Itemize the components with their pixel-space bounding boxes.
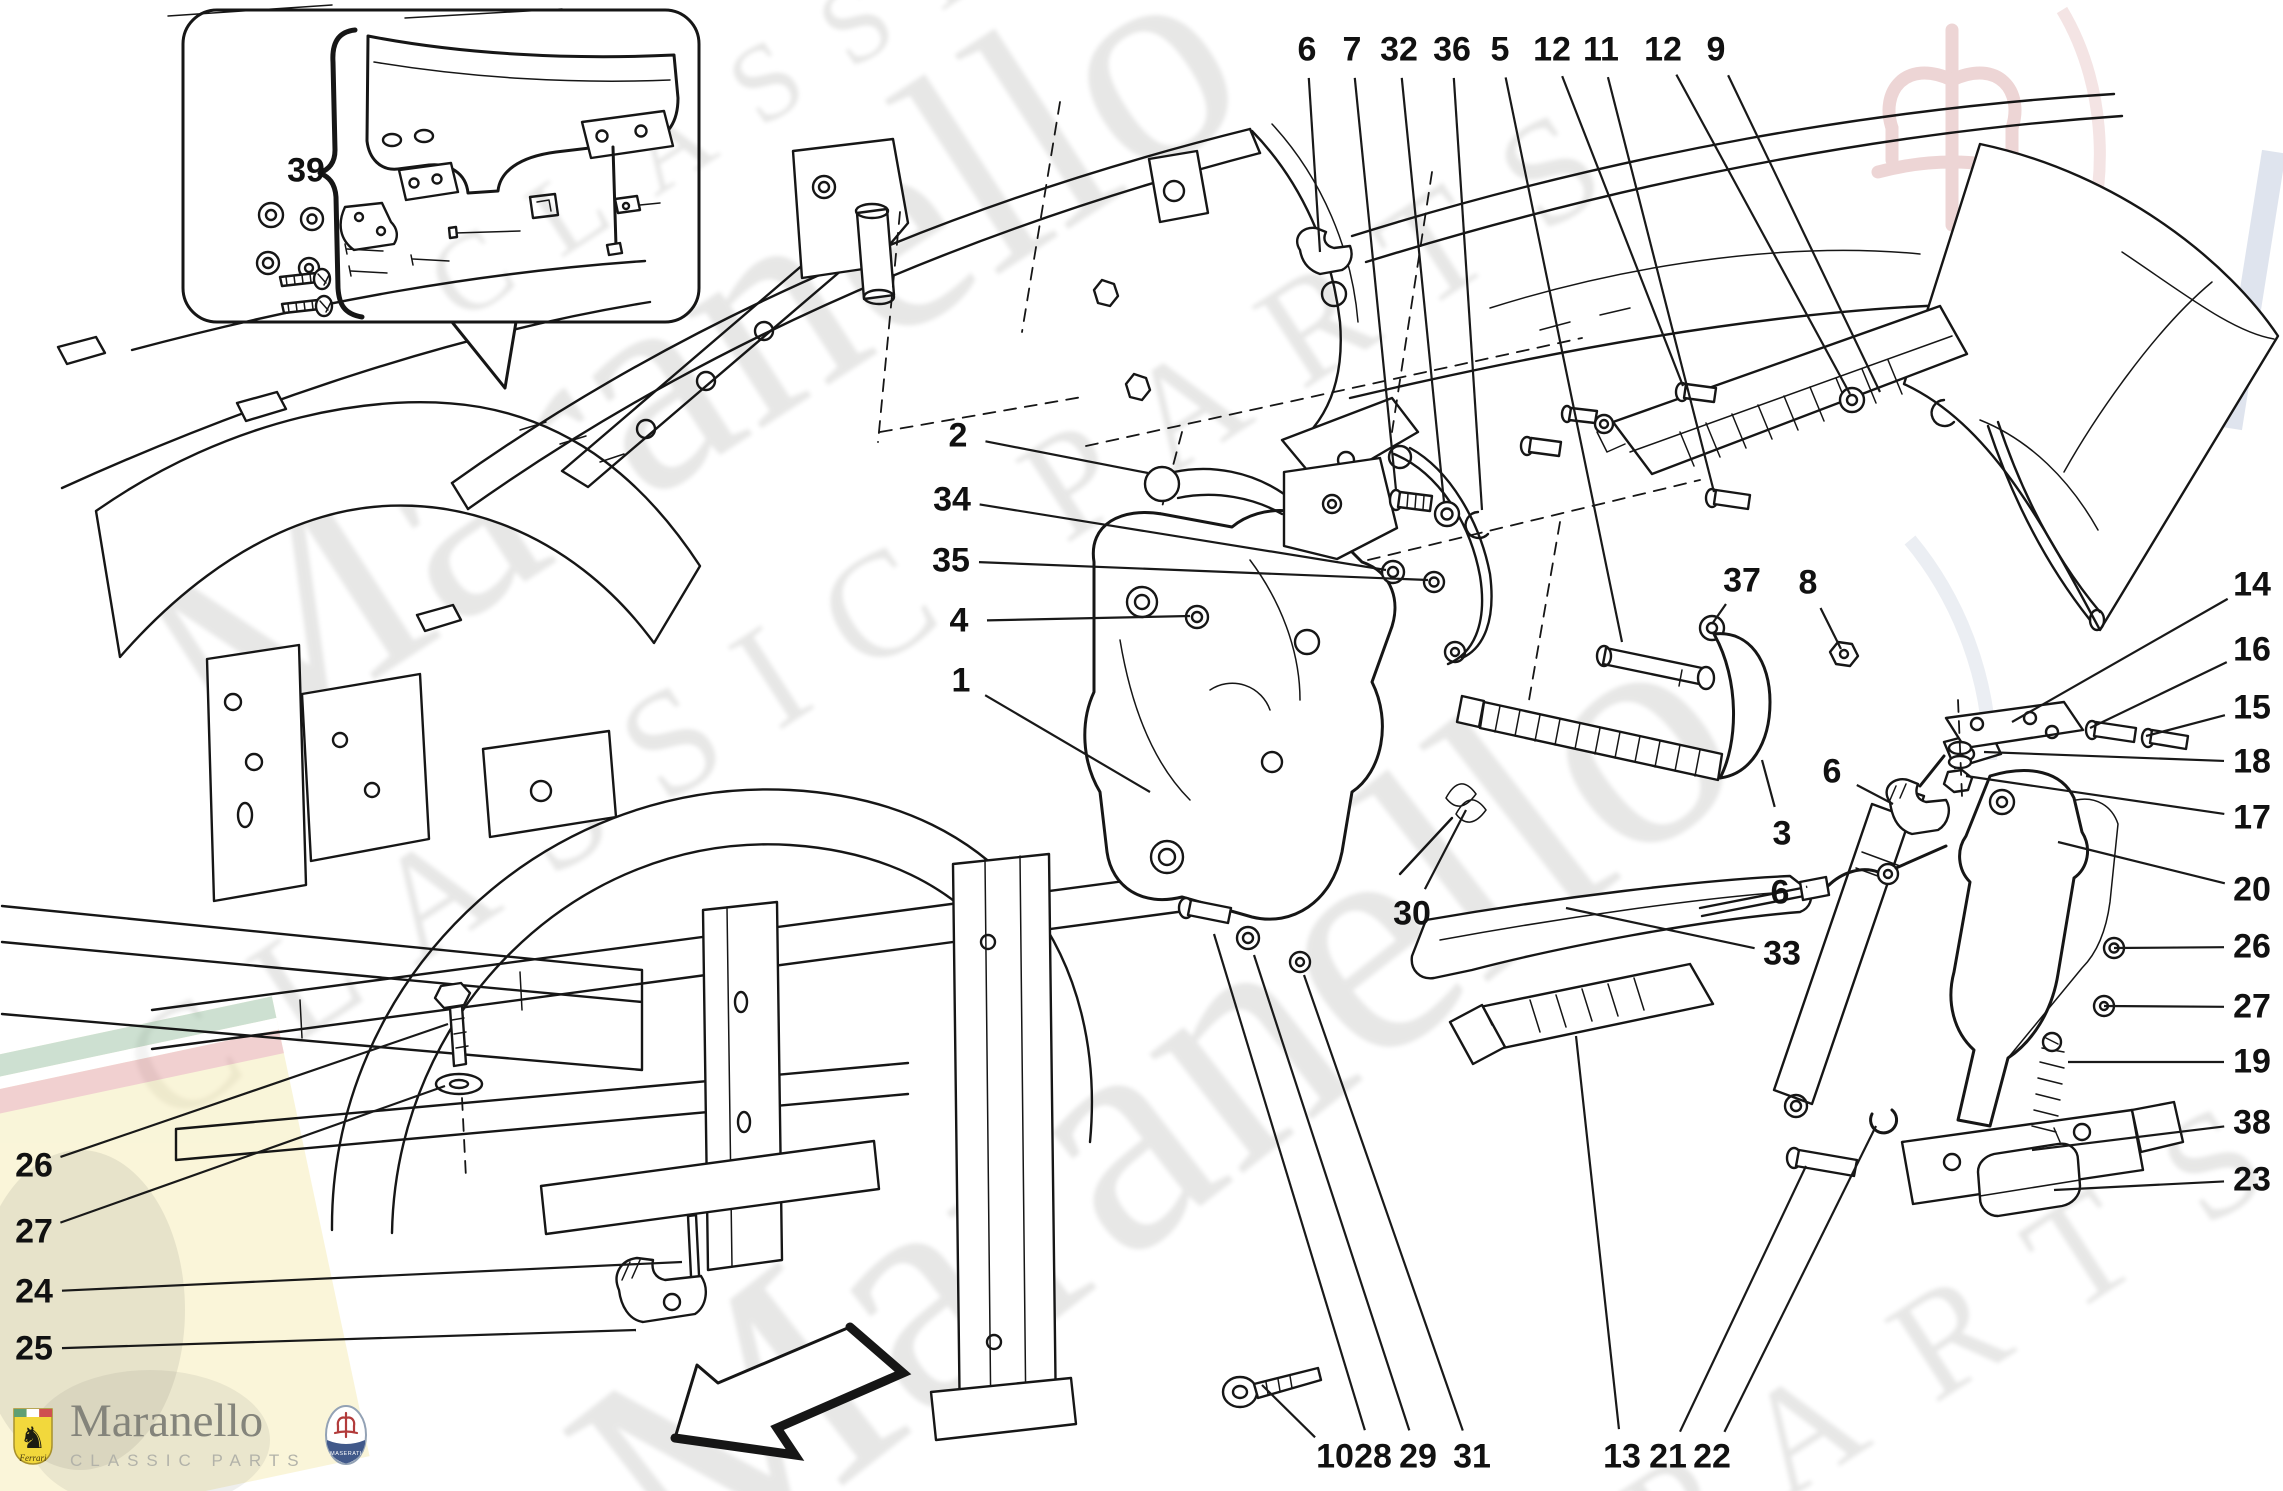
callout-30: 30 bbox=[1393, 894, 1431, 933]
callout-29: 29 bbox=[1399, 1437, 1437, 1476]
ferrari-shield-watermark bbox=[0, 996, 370, 1491]
callout-14: 14 bbox=[2233, 565, 2271, 604]
callout-34: 34 bbox=[933, 480, 971, 519]
callout-17: 17 bbox=[2233, 798, 2271, 837]
callout-26: 26 bbox=[15, 1146, 53, 1185]
callout-5: 5 bbox=[1490, 30, 1510, 69]
callout-16: 16 bbox=[2233, 630, 2271, 669]
callout-39: 39 bbox=[287, 151, 325, 190]
callout-23: 23 bbox=[2233, 1160, 2271, 1199]
main-hinge-bracket bbox=[1083, 509, 1397, 921]
callout-10: 10 bbox=[1316, 1437, 1354, 1476]
callout-9: 9 bbox=[1706, 30, 1726, 69]
callout-20: 20 bbox=[2233, 870, 2271, 909]
top-linkage bbox=[1083, 337, 2190, 1218]
callout-12: 12 bbox=[1533, 30, 1571, 69]
callout-38: 38 bbox=[2233, 1103, 2271, 1142]
callout-8: 8 bbox=[1798, 563, 1818, 602]
callout-27: 27 bbox=[2233, 987, 2271, 1026]
callout-13: 13 bbox=[1603, 1437, 1641, 1476]
callout-12: 12 bbox=[1644, 30, 1682, 69]
callout-19: 19 bbox=[2233, 1042, 2271, 1081]
maranello-logo: ♞ Ferrari Maranello CLASSIC PARTS MASERA… bbox=[12, 1398, 369, 1471]
callout-28: 28 bbox=[1354, 1437, 1392, 1476]
callout-3: 3 bbox=[1772, 814, 1792, 853]
logo-tagline-text: CLASSIC PARTS bbox=[70, 1451, 307, 1470]
inset-panel bbox=[365, 34, 680, 195]
brace-39 bbox=[317, 27, 365, 320]
nut-8 bbox=[1828, 640, 1860, 668]
callout-22: 22 bbox=[1693, 1437, 1731, 1476]
logo-brand-text: Maranello bbox=[70, 1395, 264, 1447]
callout-15: 15 bbox=[2233, 688, 2271, 727]
corner-flap bbox=[1902, 142, 2280, 632]
callout-33: 33 bbox=[1763, 934, 1801, 973]
callout-25: 25 bbox=[15, 1329, 53, 1368]
hook-lever-3 bbox=[1712, 632, 1772, 780]
callout-6: 6 bbox=[1297, 30, 1317, 69]
pivot-pin-5 bbox=[1595, 644, 1716, 691]
callout-24: 24 bbox=[15, 1272, 53, 1311]
callout-36: 36 bbox=[1433, 30, 1471, 69]
slatted-rail-9 bbox=[1596, 304, 1969, 476]
callout-7: 7 bbox=[1342, 30, 1362, 69]
knob-stud-10 bbox=[1221, 1366, 1323, 1409]
cover-33 bbox=[1410, 874, 1812, 980]
inset-box bbox=[181, 8, 701, 390]
svg-text:♞: ♞ bbox=[20, 1421, 47, 1456]
splined-shaft bbox=[1455, 694, 1724, 782]
clamp-6-top bbox=[1295, 226, 1353, 276]
callout-26: 26 bbox=[2233, 927, 2271, 966]
callout-27: 27 bbox=[15, 1212, 53, 1251]
direction-arrow bbox=[670, 1322, 912, 1461]
svg-text:Ferrari: Ferrari bbox=[19, 1453, 47, 1463]
c-clip-22 bbox=[1869, 1108, 1899, 1135]
callout-37: 37 bbox=[1723, 561, 1761, 600]
screw-spring-19 bbox=[2031, 1031, 2065, 1143]
callout-6: 6 bbox=[1822, 752, 1842, 791]
ferrari-shield-icon: ♞ Ferrari bbox=[13, 1407, 53, 1465]
callout-4: 4 bbox=[949, 601, 969, 640]
ball-lever-2 bbox=[1143, 456, 1399, 561]
rubber-foot-23 bbox=[1976, 1142, 2082, 1218]
tab-plate-25 bbox=[615, 1256, 707, 1324]
chassis-frame bbox=[0, 643, 1323, 1442]
maserati-oval-icon: MASERATI bbox=[324, 1404, 367, 1465]
spring-30 bbox=[1398, 783, 1487, 876]
callout-6: 6 bbox=[1770, 873, 1790, 912]
callout-21: 21 bbox=[1649, 1437, 1687, 1476]
callout-11: 11 bbox=[1583, 30, 1619, 69]
plate-assembly-14 bbox=[1942, 699, 2190, 797]
body-panels bbox=[56, 259, 702, 659]
callout-31: 31 bbox=[1453, 1437, 1491, 1476]
bolt-26-washer-27 bbox=[433, 981, 484, 1179]
svg-text:MASERATI: MASERATI bbox=[330, 1451, 362, 1457]
callout-2: 2 bbox=[948, 416, 968, 455]
rear-deck-panel bbox=[1348, 92, 2280, 632]
callout-35: 35 bbox=[932, 541, 970, 580]
callout-18: 18 bbox=[2233, 742, 2271, 781]
callout-1: 1 bbox=[951, 661, 971, 700]
slatted-rail-13 bbox=[1448, 962, 1715, 1066]
cable-6 bbox=[1698, 844, 1948, 918]
callout-32: 32 bbox=[1380, 30, 1418, 69]
